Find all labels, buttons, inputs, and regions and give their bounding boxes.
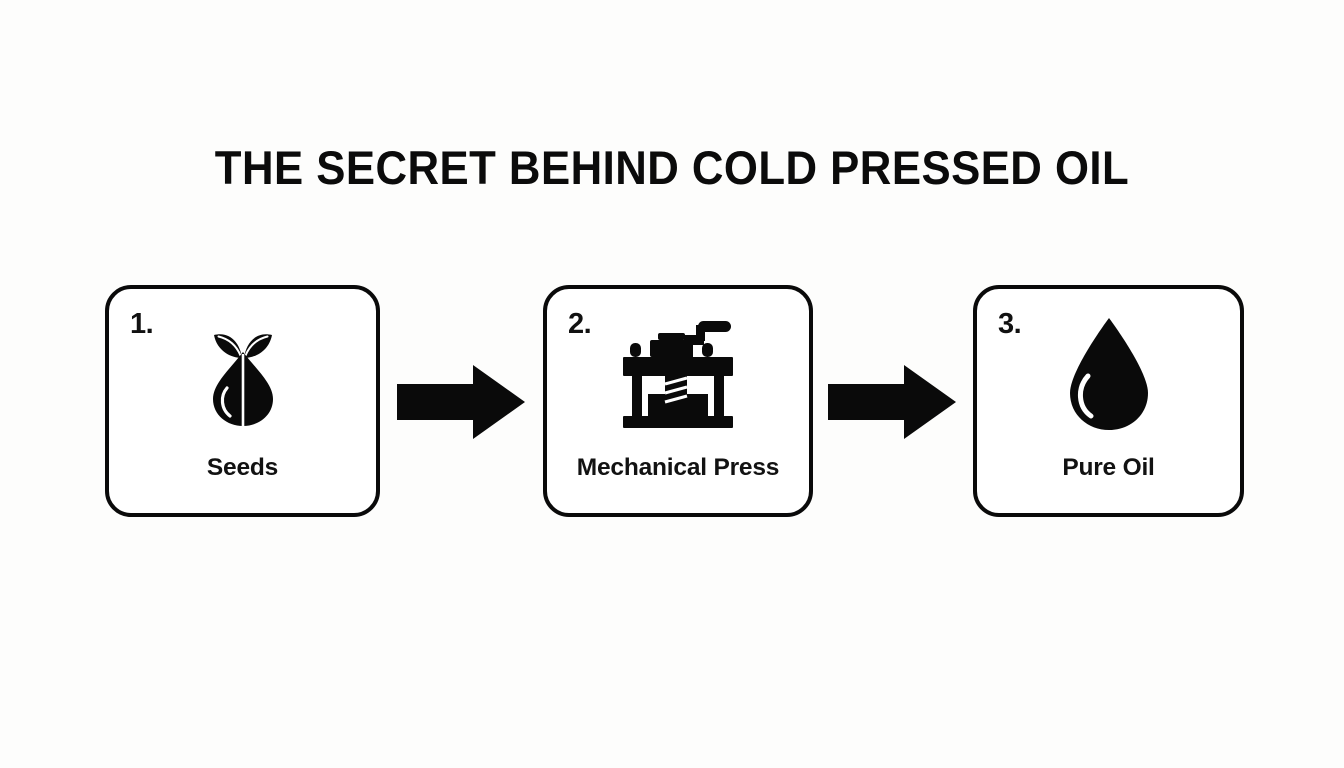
page-title: THE SECRET BEHIND COLD PRESSED OIL bbox=[214, 141, 1130, 194]
process-step-card-seeds[interactable]: 1. Seeds bbox=[105, 285, 380, 517]
arrow-right-icon bbox=[397, 363, 525, 441]
oil-droplet-icon bbox=[977, 311, 1240, 436]
mechanical-press-icon bbox=[547, 311, 809, 436]
process-step-card-pure-oil[interactable]: 3. Pure Oil bbox=[973, 285, 1244, 517]
arrow-right-icon bbox=[828, 363, 956, 441]
step-label: Mechanical Press bbox=[576, 454, 780, 481]
step-number: 1. bbox=[130, 308, 154, 340]
step-label: Pure Oil bbox=[1062, 454, 1155, 481]
step-label: Seeds bbox=[206, 454, 279, 481]
process-step-card-mechanical-press[interactable]: 2. bbox=[543, 285, 813, 517]
step-number: 3. bbox=[998, 308, 1022, 340]
step-number: 2. bbox=[568, 308, 592, 340]
seed-sprout-icon bbox=[109, 311, 376, 436]
